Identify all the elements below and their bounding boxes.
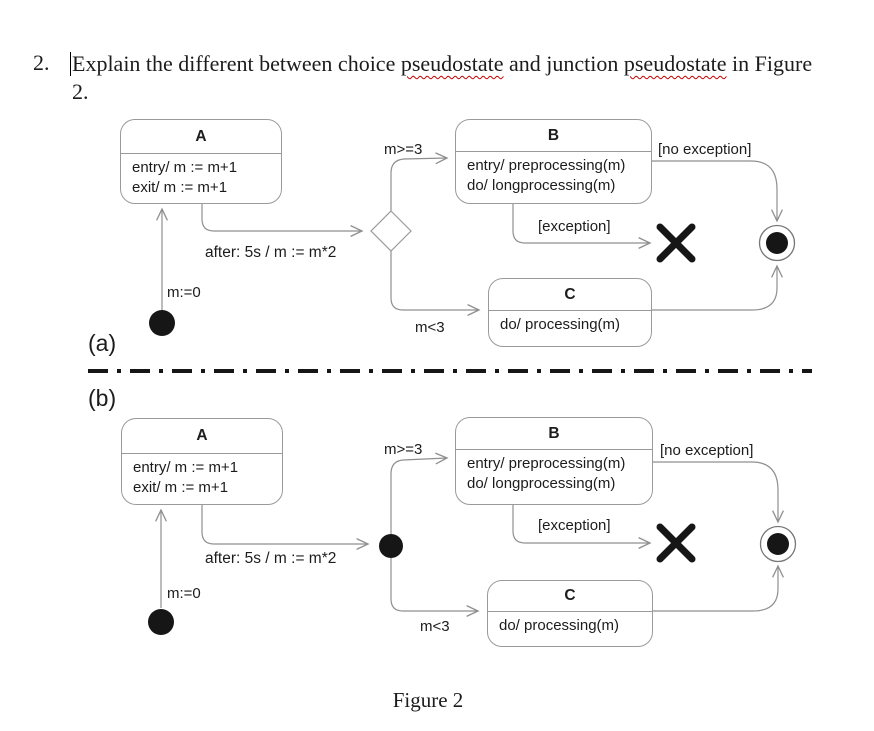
state-title: A	[121, 120, 281, 154]
state-body: entry/ preprocessing(m) do/ longprocessi…	[456, 152, 651, 196]
question-line-1: Explain the different between choice pse…	[72, 50, 842, 78]
transition-c-to-final	[653, 564, 784, 612]
initial-state-dot	[149, 310, 175, 336]
terminate-x-icon	[656, 223, 696, 263]
initial-action-label: m:=0	[167, 284, 201, 301]
state-action: entry/ preprocessing(m)	[467, 455, 626, 472]
guard-label-m-lt-3: m<3	[420, 618, 450, 635]
state-action: do/ longprocessing(m)	[467, 475, 616, 492]
guard-label-no-exception: [no exception]	[660, 442, 754, 459]
state-body: do/ processing(m)	[489, 311, 651, 335]
guard-label-exception: [exception]	[538, 218, 611, 235]
guard-label-no-exception: [no exception]	[658, 141, 752, 158]
state-action: exit/ m := m+1	[132, 179, 228, 196]
question-line-2: 2.	[72, 79, 89, 104]
diagram-a-label: (a)	[88, 330, 117, 356]
transition-junction-to-c	[390, 558, 480, 617]
state-c: C do/ processing(m)	[488, 278, 652, 347]
question-text-part: and junction	[503, 51, 624, 76]
transition-choice-to-c	[390, 251, 481, 316]
final-state-icon	[759, 525, 797, 563]
state-action: do/ processing(m)	[500, 316, 621, 333]
state-action: do/ processing(m)	[499, 617, 620, 634]
state-body: entry/ m := m+1 exit/ m := m+1	[122, 454, 282, 498]
question-text-part: in Figure	[726, 51, 813, 76]
state-title: C	[488, 581, 652, 612]
state-title: C	[489, 279, 651, 311]
misspelled-word: pseudostate	[400, 51, 504, 76]
choice-pseudostate-diamond	[370, 210, 412, 252]
state-a: A entry/ m := m+1 exit/ m := m+1	[121, 418, 283, 505]
transition-junction-to-b	[390, 452, 449, 534]
question-number: 2.	[33, 50, 50, 75]
state-body: entry/ preprocessing(m) do/ longprocessi…	[456, 450, 652, 494]
guard-label-m-lt-3: m<3	[415, 319, 445, 336]
initial-state-dot	[148, 609, 174, 635]
diagram-b-label: (b)	[88, 385, 117, 411]
question-text[interactable]: Explain the different between choice pse…	[72, 50, 842, 106]
state-title: A	[122, 419, 282, 454]
text-cursor	[70, 52, 71, 76]
state-action: entry/ preprocessing(m)	[467, 157, 626, 174]
state-action: entry/ m := m+1	[133, 459, 239, 476]
initial-action-label: m:=0	[167, 585, 201, 602]
state-body: do/ processing(m)	[488, 612, 652, 636]
transition-trigger-label: after: 5s / m := m*2	[205, 244, 337, 261]
transition-b-to-terminate	[512, 204, 652, 249]
state-title: B	[456, 418, 652, 450]
state-c: C do/ processing(m)	[487, 580, 653, 647]
state-title: B	[456, 120, 651, 152]
misspelled-word: pseudostate	[623, 51, 727, 76]
transition-a-to-choice	[201, 204, 364, 237]
transition-b-to-final	[652, 160, 783, 223]
state-b: B entry/ preprocessing(m) do/ longproces…	[455, 417, 653, 505]
guard-label-m-ge-3: m>=3	[384, 141, 423, 158]
final-state-icon	[758, 224, 796, 262]
state-b: B entry/ preprocessing(m) do/ longproces…	[455, 119, 652, 204]
junction-pseudostate-dot	[379, 534, 403, 558]
transition-b-to-final	[653, 461, 784, 524]
transition-b-to-terminate	[512, 505, 652, 549]
guard-label-exception: [exception]	[538, 517, 611, 534]
transition-trigger-label: after: 5s / m := m*2	[205, 550, 337, 567]
state-action: entry/ m := m+1	[132, 159, 238, 176]
state-action: exit/ m := m+1	[133, 479, 229, 496]
state-body: entry/ m := m+1 exit/ m := m+1	[121, 154, 281, 198]
transition-choice-to-b	[390, 152, 449, 211]
question-text-part: Explain the different between choice	[72, 51, 401, 76]
guard-label-m-ge-3: m>=3	[384, 441, 423, 458]
transition-c-to-final	[652, 264, 783, 311]
state-action: do/ longprocessing(m)	[467, 177, 616, 194]
state-a: A entry/ m := m+1 exit/ m := m+1	[120, 119, 282, 204]
figure-caption: Figure 2	[392, 688, 464, 712]
terminate-x-icon	[656, 523, 696, 563]
transition-a-to-junction	[201, 505, 370, 550]
